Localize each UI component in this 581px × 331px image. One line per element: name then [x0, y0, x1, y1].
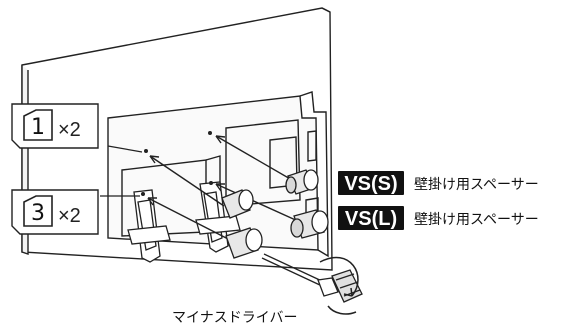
vs-s-badge: VS(S) [344, 173, 397, 195]
spacer-mounted-upper [221, 189, 254, 219]
wall-bracket-right [195, 181, 241, 253]
vs-s-badge-bg [338, 171, 404, 195]
callout-1-multiplier: ×2 [58, 119, 81, 141]
vs-s-label: 壁掛け用スペーサー [414, 177, 539, 193]
installation-arrows [100, 135, 301, 243]
vs-l-badge: VS(L) [345, 208, 397, 230]
callout-1-number: 1 [31, 115, 45, 140]
spacer-mounted-lower [225, 227, 263, 259]
screw-holes [141, 131, 213, 196]
vs-l-label: 壁掛け用スペーサー [414, 212, 539, 228]
spacer-vs-s [285, 169, 319, 195]
screw-1-box [23, 109, 53, 141]
tv-back-panel [21, 7, 333, 271]
screwdriver-label: マイナスドライバー [172, 310, 297, 326]
screwdriver-icon [261, 253, 363, 303]
screw-3-box [23, 195, 53, 227]
vs-l-badge-bg [338, 206, 404, 230]
callout-3-number: 3 [31, 201, 45, 226]
callout-3-multiplier: ×2 [58, 205, 81, 227]
rotation-arrow-icon [319, 256, 359, 315]
spacer-vs-l [290, 209, 329, 239]
wall-bracket-left [127, 189, 171, 263]
